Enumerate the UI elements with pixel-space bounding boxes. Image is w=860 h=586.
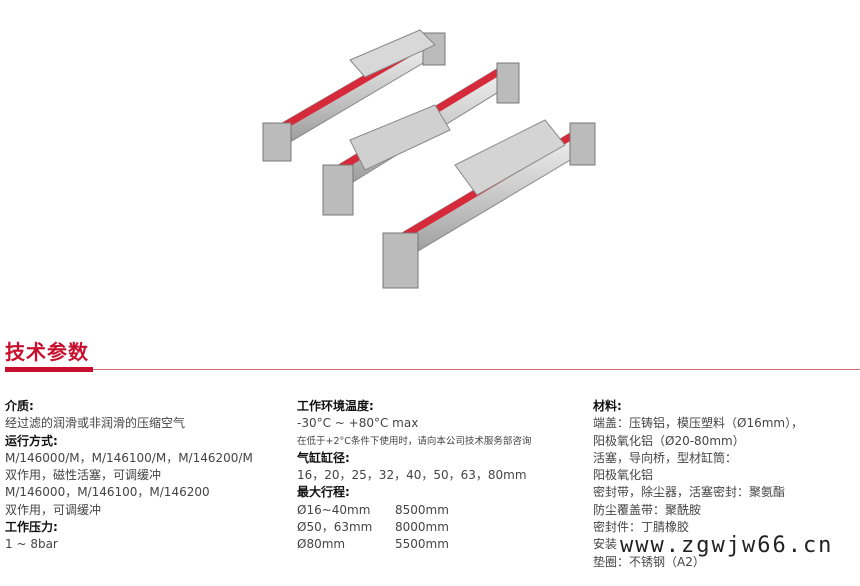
operation-desc-2: 双作用，可调缓冲 xyxy=(5,502,102,517)
watermark: www.zgwjw66.cn xyxy=(620,533,834,558)
cylinder-3 xyxy=(382,119,596,289)
medium-label: 介质: xyxy=(5,399,34,413)
stroke-bore: Ø80mm xyxy=(297,537,346,552)
temp-value: -30°C ~ +80°C max xyxy=(297,416,419,431)
cylinder-2 xyxy=(322,62,520,216)
material-line: 密封件：丁腈橡胶 xyxy=(593,520,690,535)
material-line: 防尘覆盖带：聚酰胺 xyxy=(593,502,702,517)
divider xyxy=(93,369,860,370)
spec-column-1: 介质: 经过滤的润滑或非润滑的压缩空气 运行方式: M/146000/M，M/1… xyxy=(5,398,253,554)
material-line: 密封带，除尘器，活塞密封：聚氨酯 xyxy=(593,485,786,500)
stroke-bore: Ø50，63mm xyxy=(297,520,373,535)
bore-label: 气缸缸径: xyxy=(297,450,350,465)
stroke-row: Ø50，63mm 8000mm xyxy=(297,519,531,536)
operation-label: 运行方式: xyxy=(5,433,58,448)
material-line: 活塞，导向桥，型材缸筒： xyxy=(593,450,738,465)
material-line: 阳极氧化铝 xyxy=(593,468,654,483)
temp-note: 在低于+2°C条件下使用时，请向本公司技术服务部咨询 xyxy=(297,435,532,447)
title-underline xyxy=(5,367,93,372)
stroke-row: Ø16~40mm 8500mm xyxy=(297,502,531,519)
stroke-bore: Ø16~40mm xyxy=(297,502,371,517)
bore-value: 16，20，25，32，40，50，63，80mm xyxy=(297,468,527,483)
medium-value: 经过滤的润滑或非润滑的压缩空气 xyxy=(5,416,186,431)
stroke-max: 8000mm xyxy=(395,520,449,535)
operation-models-1: M/146000/M，M/146100/M，M/146200/M xyxy=(5,450,253,465)
temp-label: 工作环境温度: xyxy=(297,399,374,413)
materials-label: 材料: xyxy=(593,399,622,413)
stroke-max: 5500mm xyxy=(395,537,449,552)
material-line: 安装 xyxy=(593,537,618,552)
pressure-value: 1 ~ 8bar xyxy=(5,537,58,552)
cylinder-1 xyxy=(262,29,446,162)
material-line: 端盖：压铸铝，模压塑料（Ø16mm）， xyxy=(593,416,804,431)
operation-desc-1: 双作用，磁性活塞，可调缓冲 xyxy=(5,468,162,483)
spec-column-2: 工作环境温度: -30°C ~ +80°C max 在低于+2°C条件下使用时，… xyxy=(297,398,531,554)
pressure-label: 工作压力: xyxy=(5,520,58,535)
rodless-cylinders-image xyxy=(262,29,596,289)
operation-models-2: M/146000，M/146100，M/146200 xyxy=(5,485,210,500)
spec-column-3: 材料: 端盖：压铸铝，模压塑料（Ø16mm）， 阳极氧化铝（Ø20-80mm） … xyxy=(593,398,803,571)
stroke-row: Ø80mm 5500mm xyxy=(297,536,531,553)
stroke-label: 最大行程: xyxy=(297,485,350,500)
section-title: 技术参数 xyxy=(5,340,89,364)
stroke-max: 8500mm xyxy=(395,502,449,517)
material-line: 垫圈：不锈钢（A2） xyxy=(593,554,705,569)
material-line: 阳极氧化铝（Ø20-80mm） xyxy=(593,433,745,448)
